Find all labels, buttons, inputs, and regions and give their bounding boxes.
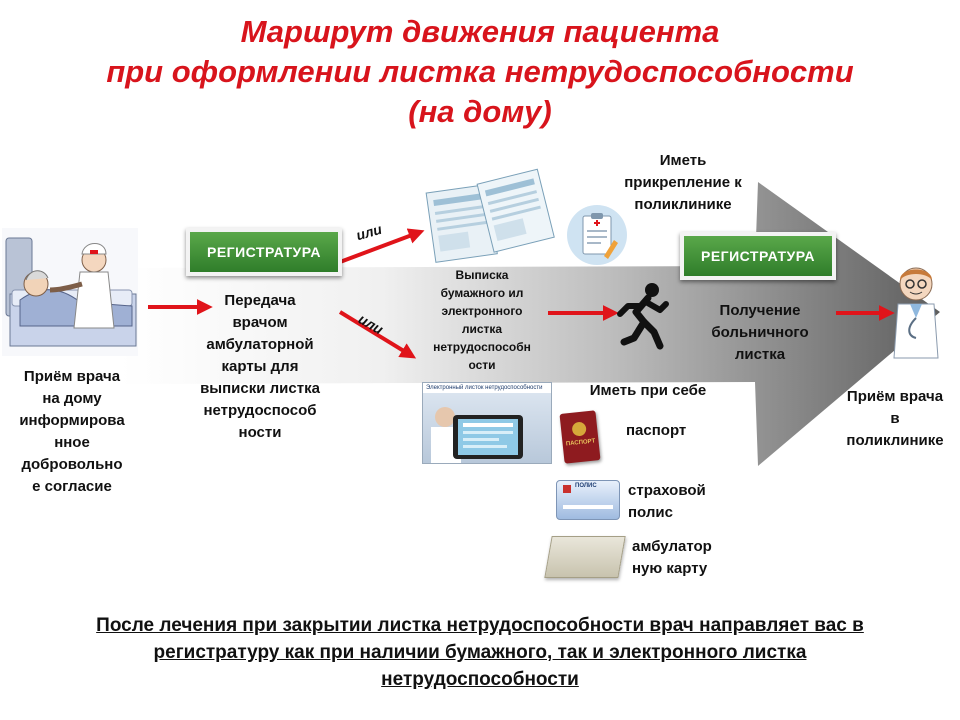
step-clinic-visit-text: Приём врача в поликлинике xyxy=(830,386,960,452)
electronic-sick-leave-image: Электронный листок нетрудоспособности xyxy=(422,382,552,464)
card-stripe xyxy=(563,505,613,509)
passport-icon: ПАСПОРТ xyxy=(559,410,601,464)
passport-cover-text: ПАСПОРТ xyxy=(565,438,596,448)
clinic-doctor-icon xyxy=(893,267,939,359)
arrow-to-paper xyxy=(339,228,425,264)
title-line-3: (на дому) xyxy=(408,94,552,129)
step-home-visit-text: Приём врача на дому информирова нное доб… xyxy=(0,366,144,498)
insurance-policy-label: страховой полис xyxy=(628,480,706,524)
clipboard-icon xyxy=(567,205,627,265)
closing-note-line: нетрудоспособности xyxy=(381,669,579,690)
attach-line: Иметь xyxy=(659,152,707,169)
step1-line: информирова xyxy=(19,412,125,429)
attach-line: прикрепление к xyxy=(624,174,742,191)
insurance-policy-card-text: ПОЛИС xyxy=(575,483,597,489)
outpatient-card-label: амбулатор ную карту xyxy=(632,536,712,580)
policy-line: полис xyxy=(628,504,673,521)
step4-line: листка xyxy=(734,346,786,363)
registry-badge: РЕГИСТРАТУРА xyxy=(186,228,342,276)
step2-line: Передача xyxy=(224,292,296,309)
step1-line: нное xyxy=(54,434,90,451)
bring-heading: Иметь при себе xyxy=(589,382,707,399)
attachment-requirement-text: Иметь прикрепление к поликлинике xyxy=(598,150,768,216)
running-man-icon xyxy=(617,283,669,350)
home-visit-illustration xyxy=(2,228,138,356)
passport-label: паспорт xyxy=(626,422,687,439)
step-card-transfer-text: Передача врачом амбулаторной карты для в… xyxy=(180,290,340,444)
step2-line: ности xyxy=(238,424,282,441)
step2-line: врачом xyxy=(232,314,288,331)
insurance-policy-icon: ПОЛИС xyxy=(556,480,620,520)
tablet-icon xyxy=(431,407,523,463)
step1-line: Приём врача xyxy=(23,368,121,385)
step2-line: выписки листка xyxy=(200,380,320,397)
policy-line: страховой xyxy=(628,482,706,499)
arrow-to-electronic xyxy=(338,310,417,359)
step1-line: е согласие xyxy=(32,478,112,495)
closing-note: После лечения при закрытии листка нетруд… xyxy=(20,612,940,693)
step-issue-text: Выписка бумажного ил электронного листка… xyxy=(412,266,552,374)
step5-line: Приём врача xyxy=(846,388,944,405)
step4-line: Получение xyxy=(719,302,801,319)
step5-line: поликлинике xyxy=(846,432,944,449)
step-receive-text: Получение больничного листка xyxy=(680,300,840,366)
title-line-2: при оформлении листка нетрудоспособности xyxy=(106,54,854,89)
closing-note-line: После лечения при закрытии листка нетруд… xyxy=(96,615,864,636)
step3-line: ости xyxy=(468,358,496,372)
registry-badge: РЕГИСТРАТУРА xyxy=(680,232,836,280)
screen-caption: Электронный листок нетрудоспособности xyxy=(423,383,551,393)
step5-line: в xyxy=(890,410,900,427)
card-line: амбулатор xyxy=(632,538,712,555)
attach-line: поликлинике xyxy=(634,196,732,213)
card-chip-icon xyxy=(563,485,571,493)
step2-line: нетрудоспособ xyxy=(203,402,317,419)
step1-line: добровольно xyxy=(21,456,123,473)
title-line-1: Маршрут движения пациента xyxy=(240,14,720,49)
passport-emblem-icon xyxy=(571,421,587,437)
step3-line: нетрудоспособн xyxy=(433,340,531,354)
step3-line: Выписка xyxy=(455,268,509,282)
step1-line: на дому xyxy=(42,390,102,407)
paper-sick-leave-icon xyxy=(425,168,555,263)
closing-note-line: регистратуру как при наличии бумажного, … xyxy=(153,642,807,663)
step2-line: карты для xyxy=(221,358,299,375)
step3-line: листка xyxy=(461,322,503,336)
step3-line: бумажного ил xyxy=(440,286,524,300)
card-line: ную карту xyxy=(632,560,708,577)
step3-line: электронного xyxy=(441,304,523,318)
outpatient-card-icon xyxy=(544,536,626,578)
page-title: Маршрут движения пациента при оформлении… xyxy=(0,12,960,132)
step4-line: больничного xyxy=(711,324,809,341)
step2-line: амбулаторной xyxy=(206,336,314,353)
